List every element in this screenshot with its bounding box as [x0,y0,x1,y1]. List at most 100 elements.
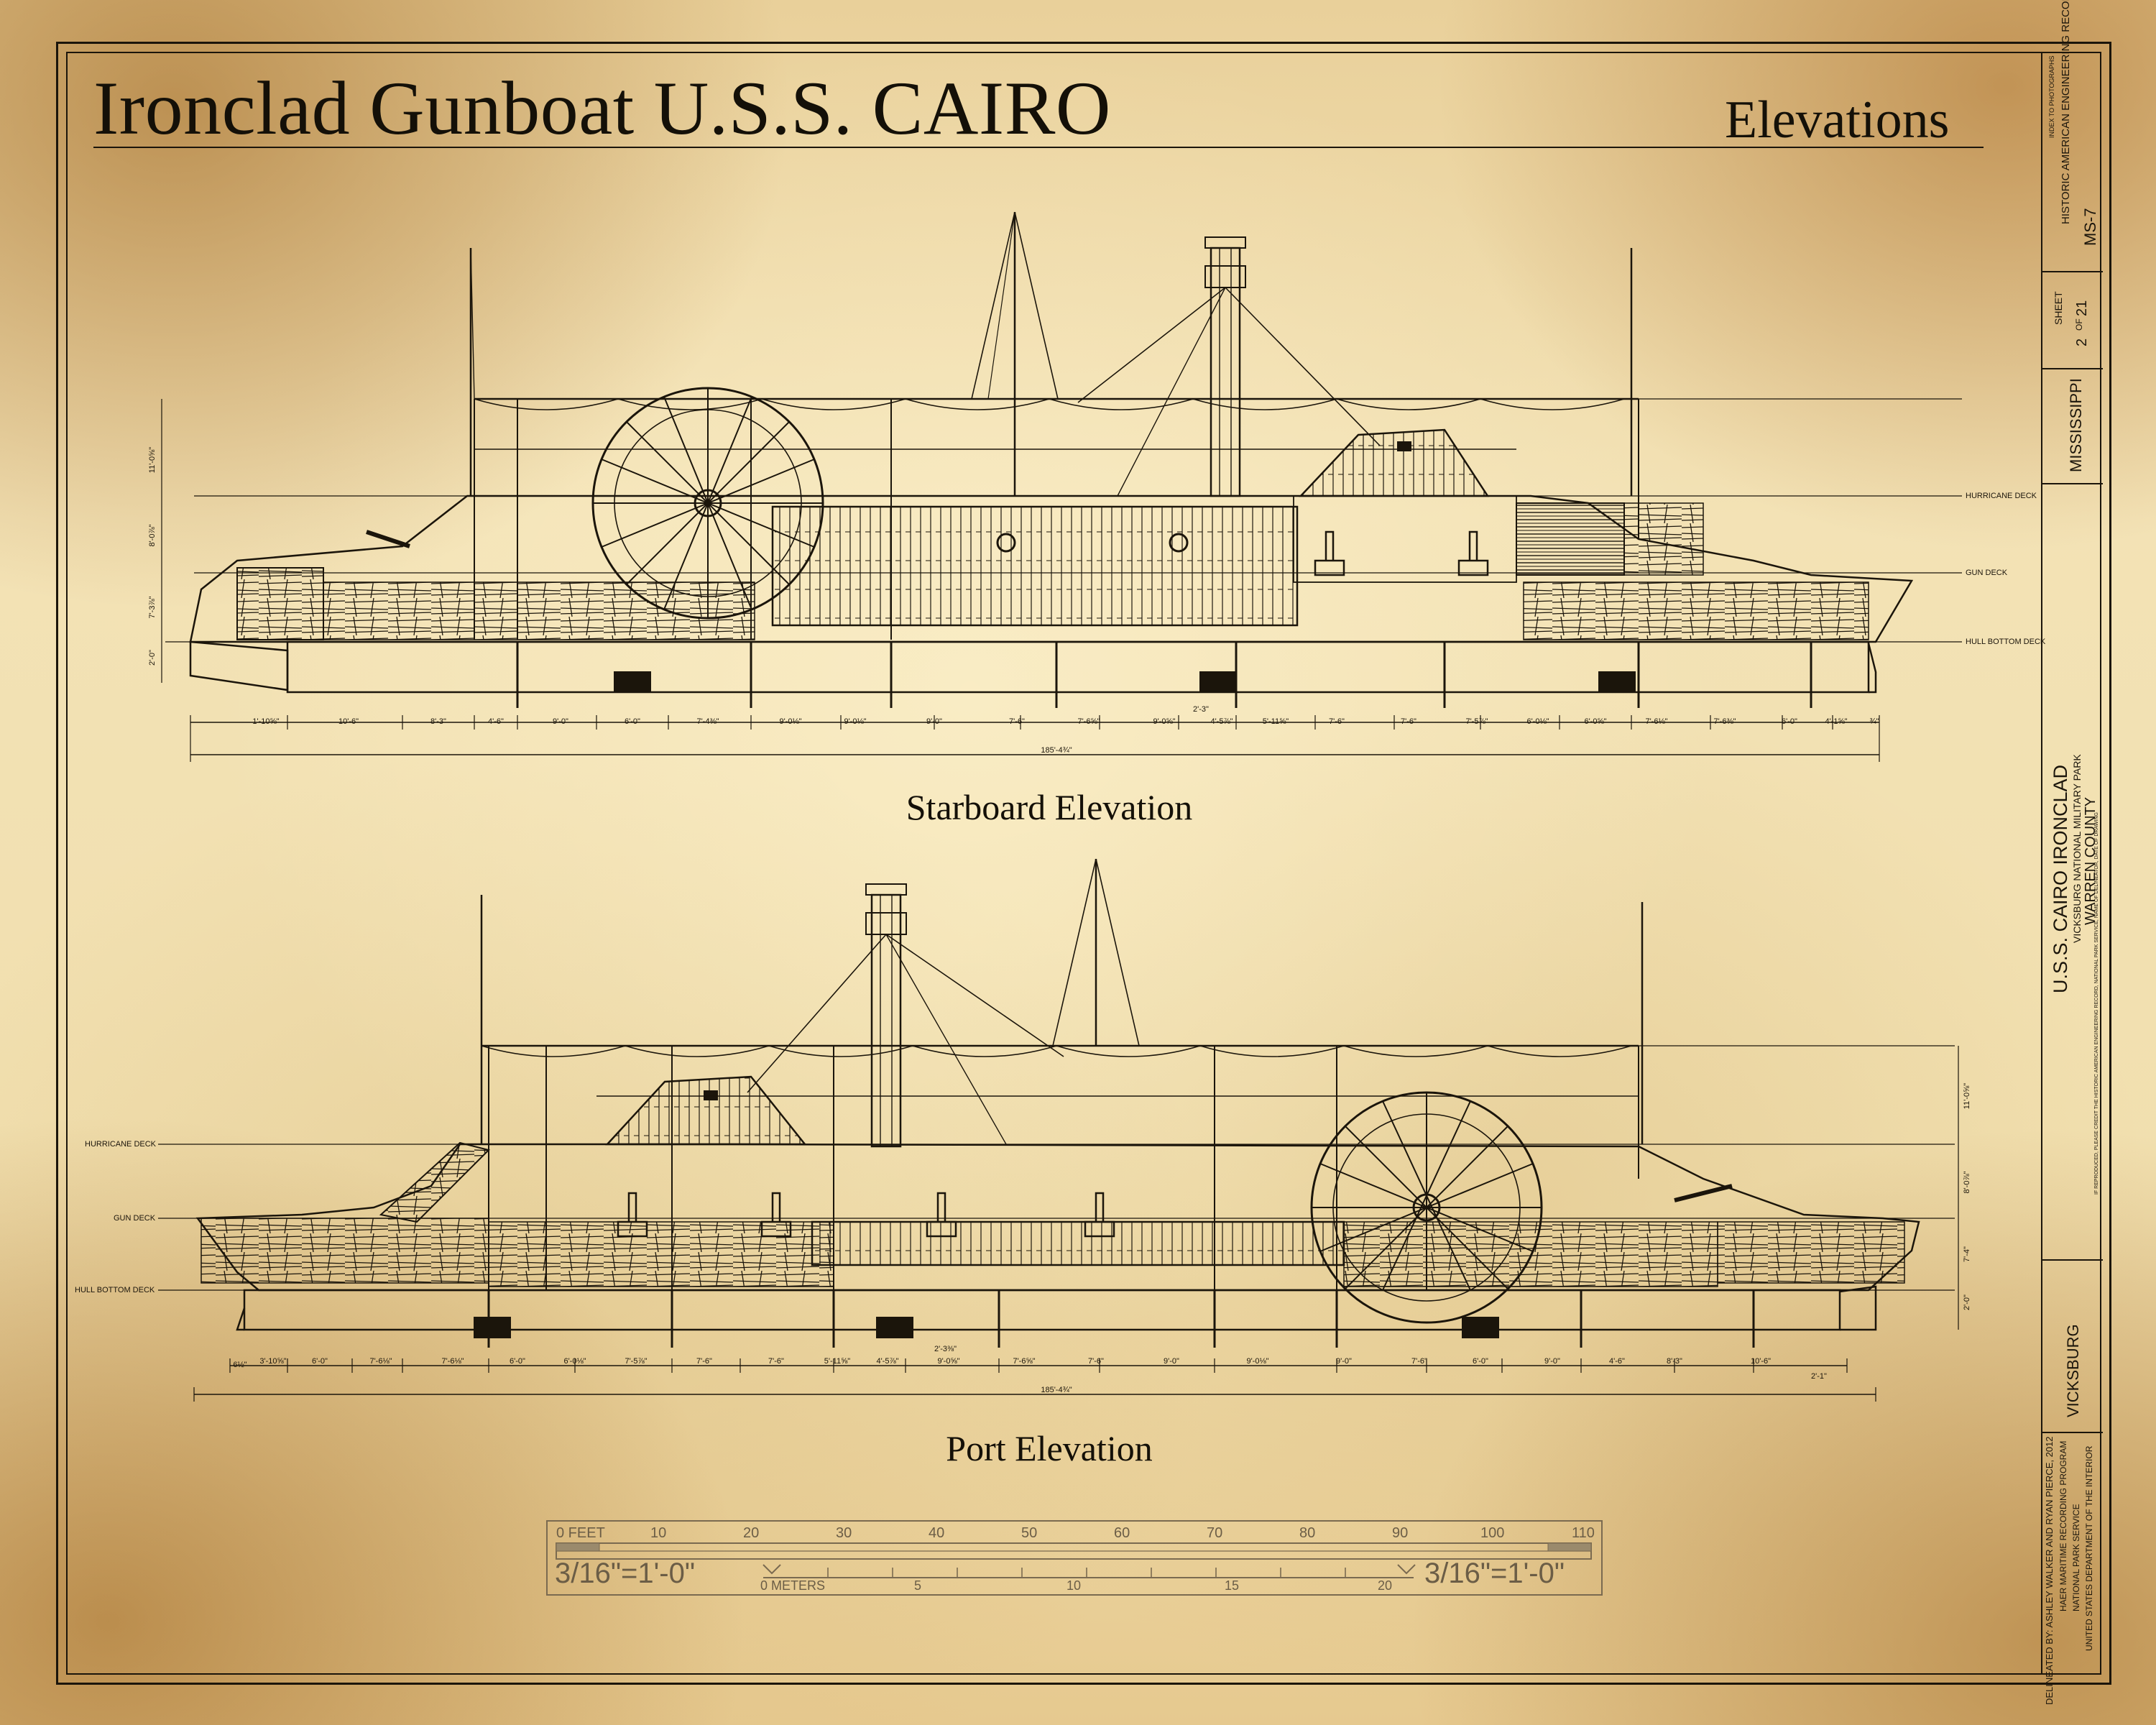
starboard-labels: HURRICANE DECK GUN DECK HULL BOTTOM DECK… [148,447,2046,755]
scale-feet-tick: 20 [743,1525,760,1541]
port-labels: HURRICANE DECK GUN DECK HULL BOTTOM DECK… [75,1083,1971,1394]
title-block-strip: INDEX TO PHOTOGRAPHS HISTORIC AMERICAN E… [2041,0,2103,1705]
scale-feet-tick: 10 [650,1525,667,1541]
port-station-dim: 6½" [233,1361,247,1369]
scale-meter-tick: 10 [1067,1578,1082,1593]
scale-feet-tick: 0 FEET [556,1525,605,1541]
scale-ratio-right: 3/16"=1'-0" [1424,1558,1565,1589]
title-underline [93,147,1984,148]
star-station-dim: 5'-11⅝" [1263,717,1289,726]
port-station-dim: 6'-0⅛" [563,1357,586,1366]
scale-meter-tick: 15 [1225,1578,1240,1593]
port-station-dim: 7'-6" [768,1357,784,1366]
star-station-dim: 6'-0" [625,717,640,726]
title-block-sheet-total: 21 [2074,300,2090,316]
title-block-sheet-number: 2 [2074,338,2090,346]
scale-feet-tick: 90 [1392,1525,1409,1541]
star-station-dim: 4'-1⅝" [1825,717,1847,726]
port-station-dim: 9'-0⅛" [1246,1357,1268,1366]
strip-divider [2042,1432,2103,1433]
strip-divider [2042,368,2103,369]
scale-feet-tick: 80 [1299,1525,1316,1541]
port-hull-bottom-label: HULL BOTTOM DECK [75,1286,155,1294]
port-station-dim: 9'-0" [1164,1357,1179,1366]
star-gun-deck-label: GUN DECK [1966,569,2008,577]
star-station-dim: 9'-0⅝" [1153,717,1175,726]
inner-border [66,52,2101,1675]
port-overall-length: 185'-4¾" [1041,1386,1072,1394]
strip-divider [2042,271,2103,272]
star-vdim-3: 7'-3⅞" [148,596,157,618]
star-station-dim: 7'-6" [1401,717,1416,726]
title-block-program: HAER MARITIME RECORDING PROGRAM [2058,1440,2068,1611]
port-elevation-caption: Port Elevation [946,1428,1153,1468]
star-vdim-1: 11'-0⅝" [148,447,157,473]
port-small-dim-2: 2'-1" [1811,1372,1827,1381]
scale-feet-tick: 110 [1572,1525,1595,1541]
star-station-dim: 4'-6" [488,717,504,726]
star-station-dim: 7'-6⅛" [1645,717,1667,726]
star-station-dim: 6'-0" [1782,717,1797,726]
port-station-dim: 7'-6" [696,1357,712,1366]
title-block-index-note: INDEX TO PHOTOGRAPHS [2048,55,2055,138]
port-vdim-2: 8'-0⅞" [1963,1171,1971,1193]
scale-feet-tick: 30 [836,1525,852,1541]
title-block-city: VICKSBURG [2064,1324,2082,1417]
port-elevation [158,858,1959,1402]
star-station-dim: ¾" [1869,717,1879,726]
port-station-dim: 3'-10⅝" [259,1357,286,1366]
star-overall-length: 185'-4¾" [1041,746,1072,755]
title-block-department: UNITED STATES DEPARTMENT OF THE INTERIOR [2084,1445,2094,1651]
port-vdim-1: 11'-0⅝" [1963,1083,1971,1109]
scale-feet-tick: 100 [1480,1525,1505,1541]
port-station-dim: 9'-0" [1336,1357,1352,1366]
scale-meter-tick: 20 [1378,1578,1393,1593]
drawing-title: Ironclad Gunboat U.S.S. CAIRO [93,66,1111,150]
star-small-dim: 2'-3" [1193,705,1209,714]
star-station-dim: 10'-6" [338,717,359,726]
star-station-dim: 7'-6⅜" [1713,717,1736,726]
star-station-dim: 6'-0⅛" [1526,717,1549,726]
star-station-dim: 9'-0" [553,717,568,726]
title-block-survey-number: MS-7 [2081,208,2099,246]
star-station-dim: 9'-0" [926,717,942,726]
scale-feet-tick: 50 [1021,1525,1038,1541]
scale-feet-tick: 40 [929,1525,945,1541]
port-station-dim: 7'-5⅞" [625,1357,647,1366]
port-station-dim: 6'-0" [510,1357,525,1366]
title-block-sheet-label: SHEET [2053,291,2064,325]
star-vdim-4: 2'-0" [148,650,157,666]
port-station-dim: 10'-6" [1751,1357,1771,1366]
port-station-dim: 7'-6⅛" [369,1357,392,1366]
port-station-dim: 9'-0⅝" [937,1357,959,1366]
title-block-agency: HISTORIC AMERICAN ENGINEERING RECORD [2060,0,2072,224]
title-block-credit-note: IF REPRODUCED, PLEASE CREDIT THE HISTORI… [2094,812,2099,1195]
scale-meter-tick: 5 [914,1578,922,1593]
port-station-dim: 8'-3" [1667,1357,1682,1366]
port-station-dim: 5'-11⅝" [824,1357,850,1366]
star-hull-bottom-label: HULL BOTTOM DECK [1966,638,2046,646]
port-station-dim: 7'-6" [1411,1357,1427,1366]
strip-divider [2042,1259,2103,1261]
star-station-dim: 7'-4⅜" [696,717,719,726]
title-block-delineated: DELINEATED BY: ASHLEY WALKER AND RYAN PI… [2044,1436,2055,1705]
star-station-dim: 9'-0⅛" [844,717,866,726]
star-station-dim: 7'-5⅞" [1465,717,1488,726]
strip-divider [2042,483,2103,484]
port-small-dim-1: 2'-3⅜" [934,1345,957,1353]
star-station-dim: 7'-6" [1329,717,1345,726]
star-station-dim: 7'-6" [1009,717,1025,726]
outer-border [56,42,2111,1685]
star-station-dim: 6'-0⅝" [1584,717,1606,726]
port-gun-deck-label: GUN DECK [114,1214,156,1223]
title-block-state: MISSISSIPPI [2067,378,2085,472]
title-block-sheet-of: OF [2074,318,2084,331]
star-hurricane-deck-label: HURRICANE DECK [1966,492,2037,500]
star-station-dim: 1'-10⅝" [252,717,279,726]
title-block-nps: NATIONAL PARK SERVICE [2071,1504,2081,1611]
scale-bar-graphic [556,1542,1592,1578]
sheet-subject: Elevations [1725,91,1950,150]
port-vdim-3: 7'-4" [1963,1246,1971,1262]
starboard-elevation-caption: Starboard Elevation [906,787,1193,827]
